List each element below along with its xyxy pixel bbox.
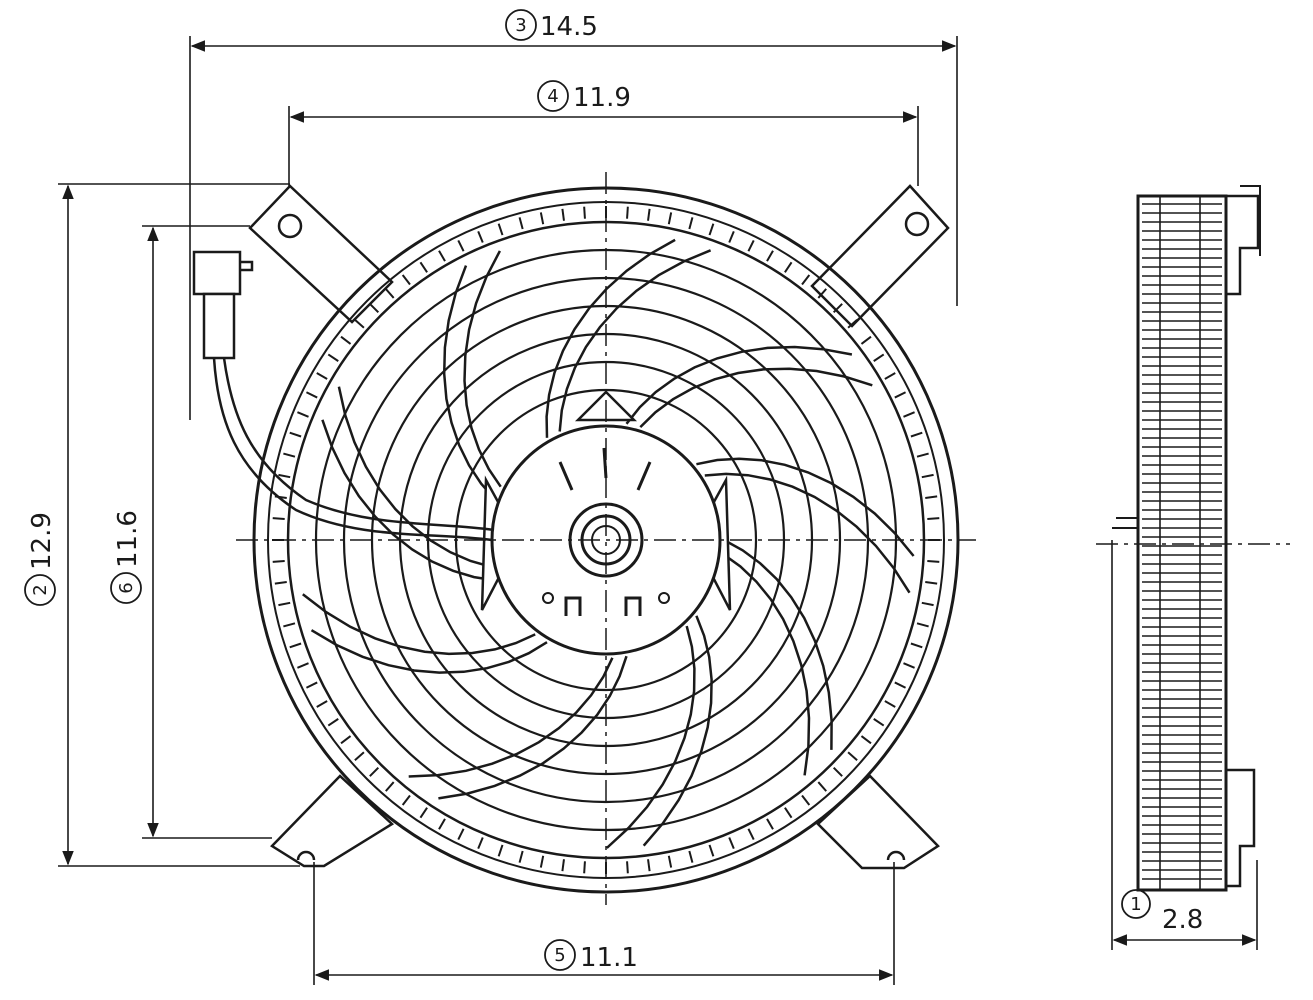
dimension-value-1: 2.8: [1162, 905, 1203, 935]
dimension-value-5: 11.1: [580, 943, 638, 973]
dimension-id-1: 1: [1130, 894, 1141, 915]
dimension-value-3: 14.5: [540, 12, 598, 42]
dimension-value-6: 11.6: [113, 510, 143, 568]
fan-blades: [302, 238, 915, 849]
center-lines: [236, 172, 976, 905]
dimension-label-4: 4 11.9: [537, 80, 631, 113]
dimension-label-6: 6 11.6: [110, 510, 143, 604]
dimension-id-2: 2: [30, 584, 51, 595]
dimension-lines: [58, 36, 1258, 985]
dimension-value-2: 12.9: [27, 512, 57, 570]
dimension-id-4: 4: [547, 86, 558, 107]
electrical-connector: [192, 250, 495, 542]
mounting-brackets: [248, 184, 950, 870]
dimension-label-1: 1 2.8: [1121, 889, 1203, 935]
dimension-value-4: 11.9: [573, 83, 631, 113]
dimension-label-2: 2 12.9: [24, 512, 57, 606]
side-view: [1096, 185, 1290, 892]
dimension-label-5: 5 11.1: [544, 939, 638, 973]
dimension-id-6: 6: [116, 582, 137, 593]
dimension-id-5: 5: [554, 945, 565, 966]
dimension-id-3: 3: [515, 15, 526, 36]
front-view: [192, 172, 976, 905]
dimension-label-3: 3 14.5: [505, 9, 598, 42]
